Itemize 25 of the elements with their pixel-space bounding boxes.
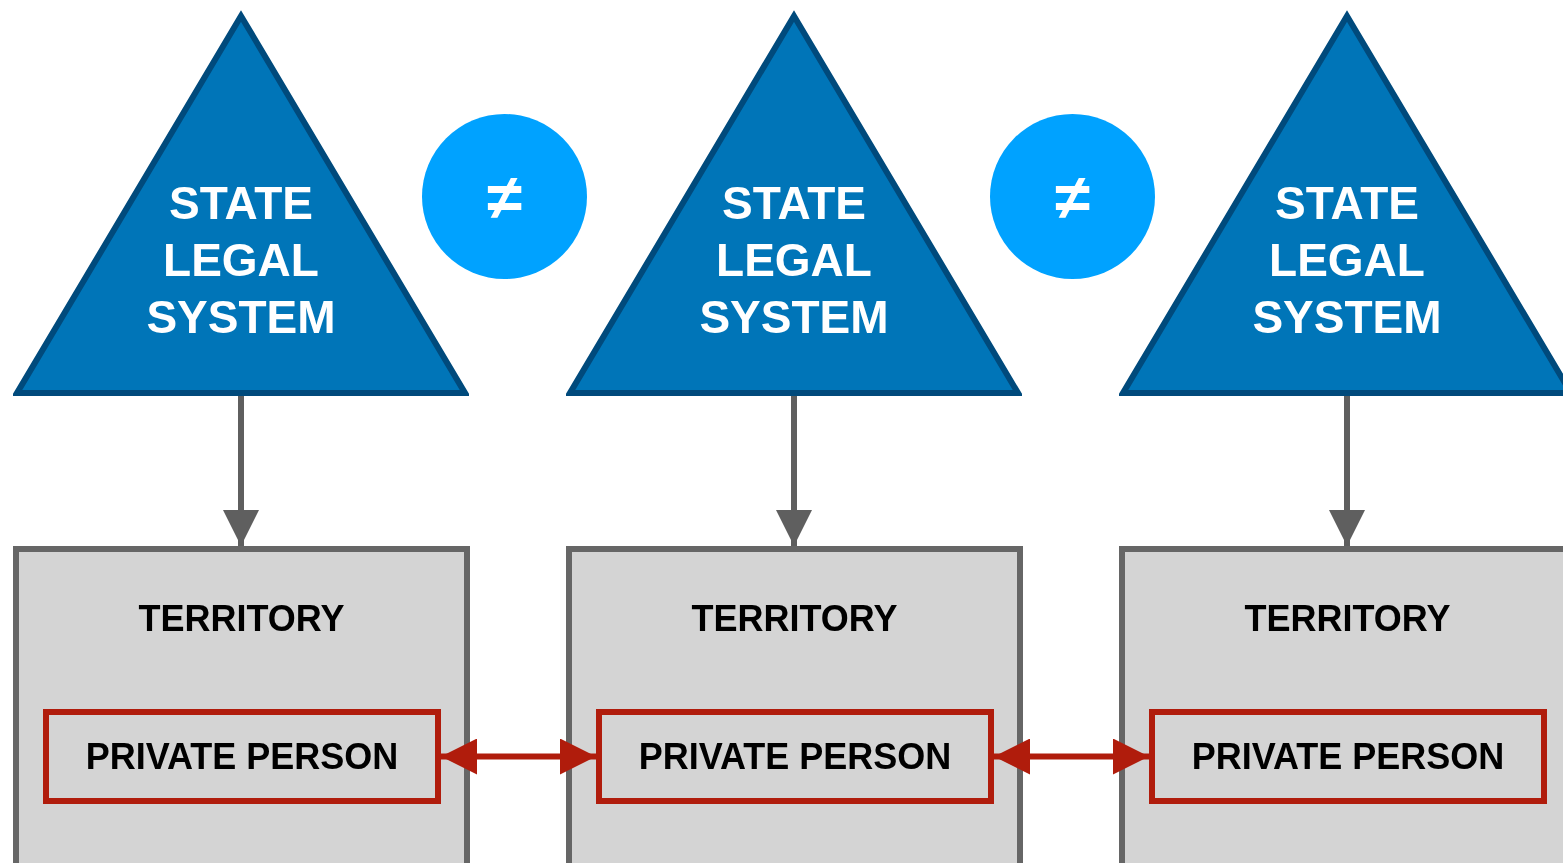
arrow <box>1329 396 1365 546</box>
not-equal-sign: ≠ <box>1054 164 1091 229</box>
territory-title: TERRITORY <box>1244 598 1451 640</box>
territory-title: TERRITORY <box>138 598 345 640</box>
private-person-box <box>596 709 994 804</box>
node-label: STATE LEGAL SYSTEM <box>145 176 337 345</box>
legal-system-triangle <box>1119 10 1563 396</box>
double-arrow <box>994 738 1149 775</box>
private-person-box <box>1149 709 1547 804</box>
double-arrow <box>441 738 596 775</box>
node-label: PRIVATE PERSON <box>1191 735 1505 778</box>
node-label: STATE LEGAL SYSTEM <box>1251 176 1443 345</box>
node-label: PRIVATE PERSON <box>638 735 952 778</box>
territory-box <box>13 546 470 863</box>
not-equal-sign: ≠ <box>486 164 523 229</box>
territory-box <box>566 546 1023 863</box>
arrow <box>223 396 259 546</box>
territory-title: TERRITORY <box>691 598 898 640</box>
legal-system-triangle <box>13 10 469 396</box>
territory-box <box>1119 546 1563 863</box>
legal-system-triangle <box>566 10 1022 396</box>
node-label: STATE LEGAL SYSTEM <box>698 176 890 345</box>
node-label: PRIVATE PERSON <box>85 735 399 778</box>
private-person-box <box>43 709 441 804</box>
arrow <box>776 396 812 546</box>
